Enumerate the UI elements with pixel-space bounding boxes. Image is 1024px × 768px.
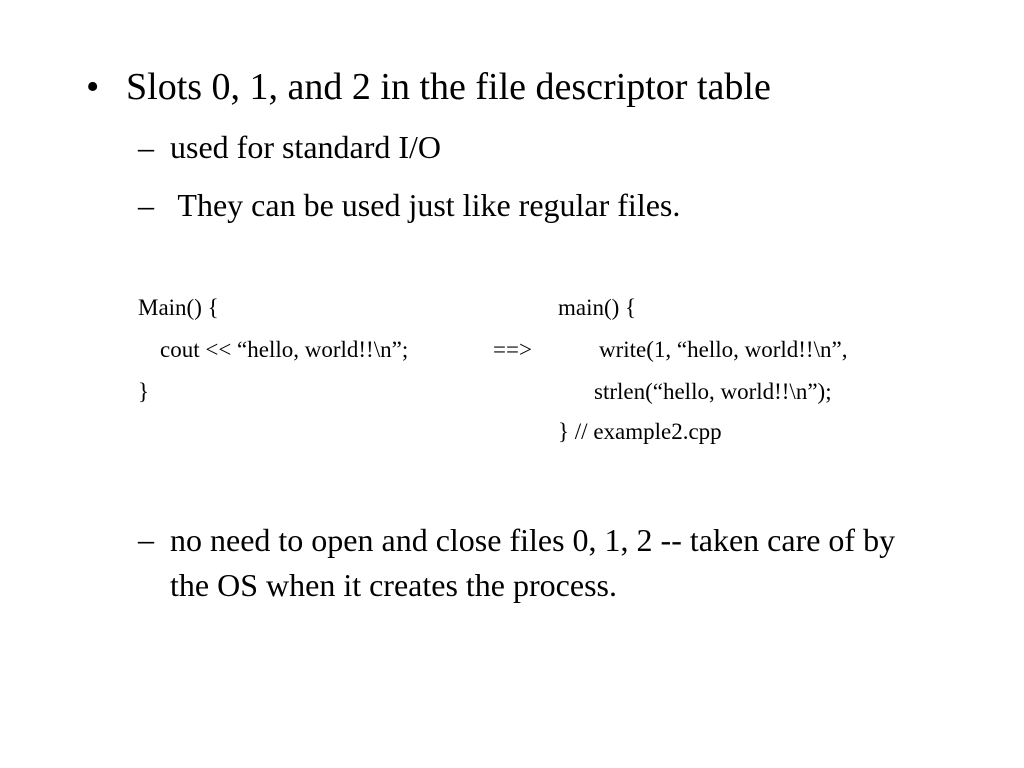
sub-bullet-text: used for standard I/O (170, 129, 442, 165)
main-bullet-text: Slots 0, 1, and 2 in the file descriptor… (126, 66, 771, 108)
dash-icon: – (138, 521, 154, 557)
sub-bullet-text: They can be used just like regular files… (170, 187, 681, 223)
main-bullet: • Slots 0, 1, and 2 in the file descripto… (86, 62, 771, 112)
code-right-line-4: } // example2.cpp (558, 419, 722, 444)
sub-bullet-os-handles-files: – no need to open and close files 0, 1, … (138, 518, 938, 608)
code-right-line-1: main() { (558, 295, 637, 320)
code-right-line-2: write(1, “hello, world!!\n”, (599, 337, 848, 362)
dash-icon: – (138, 129, 154, 165)
arrow-label: ==> (493, 337, 532, 362)
dash-icon: – (138, 187, 154, 223)
sub-bullet-standard-io: –used for standard I/O (138, 126, 441, 168)
code-left-line-3: } (138, 379, 150, 404)
bullet-icon: • (86, 66, 100, 108)
sub-bullet-text: no need to open and close files 0, 1, 2 … (170, 522, 896, 603)
code-left-line-2: cout << “hello, world!!\n”; (160, 337, 409, 362)
sub-bullet-regular-files: – They can be used just like regular fil… (138, 184, 680, 226)
code-right-line-3: strlen(“hello, world!!\n”); (594, 379, 832, 404)
code-left-line-1: Main() { (138, 295, 219, 320)
